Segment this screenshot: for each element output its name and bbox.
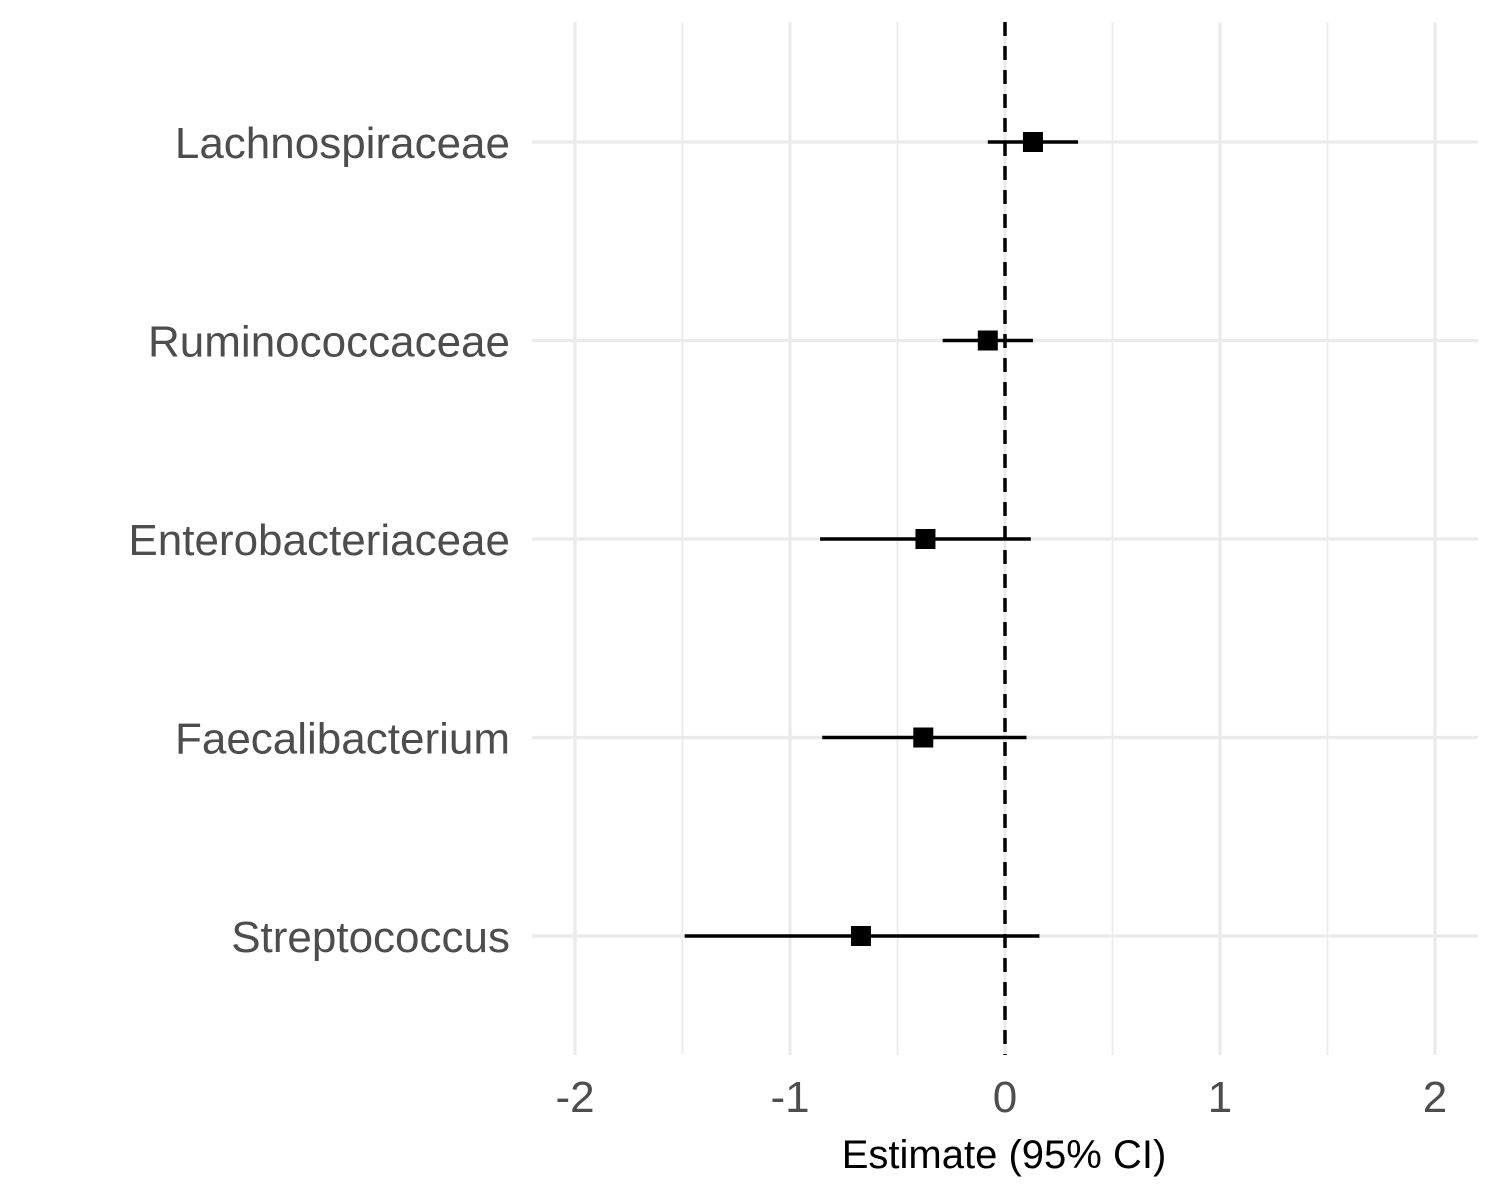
x-axis-title: Estimate (95% CI) bbox=[842, 1133, 1167, 1177]
y-tick-label: Ruminococcaceae bbox=[148, 318, 510, 367]
x-tick-label: 2 bbox=[1423, 1073, 1447, 1122]
y-tick-label: Lachnospiraceae bbox=[175, 119, 510, 168]
estimate-point bbox=[977, 330, 998, 351]
category-labels: LachnospiraceaeRuminococcaceaeEnterobact… bbox=[128, 119, 510, 962]
y-tick-label: Enterobacteriaceae bbox=[128, 516, 510, 565]
x-tick-label: -2 bbox=[555, 1073, 594, 1122]
x-tick-label: 1 bbox=[1208, 1073, 1232, 1122]
estimate-point bbox=[913, 727, 934, 748]
estimate-point bbox=[850, 926, 871, 946]
estimate-point bbox=[915, 529, 936, 549]
y-tick-label: Streptococcus bbox=[231, 913, 510, 962]
x-tick-label: 0 bbox=[993, 1073, 1017, 1122]
x-tick-labels: -2 -1 0 1 2 bbox=[555, 1073, 1447, 1122]
data-marks bbox=[684, 132, 1079, 946]
y-tick-label: Faecalibacterium bbox=[175, 715, 510, 764]
estimate-point bbox=[1022, 132, 1043, 152]
x-tick-label: -1 bbox=[770, 1073, 809, 1122]
